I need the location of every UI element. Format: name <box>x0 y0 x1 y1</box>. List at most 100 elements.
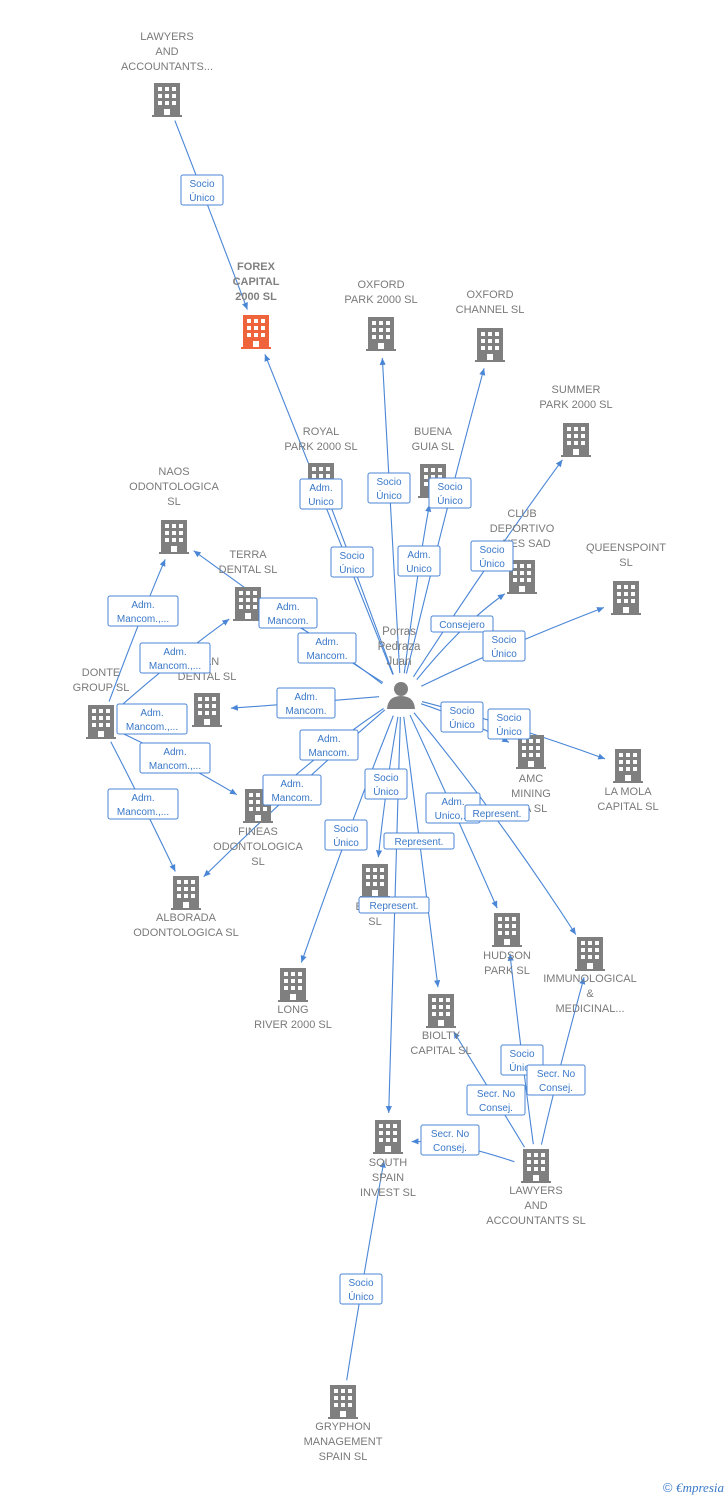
company-node-ever[interactable]: EVER...SL <box>355 864 395 928</box>
edge-label-box <box>470 540 514 572</box>
company-node-lawyers-top[interactable]: LAWYERSANDACCOUNTANTS... <box>121 31 213 117</box>
edge-label[interactable]: Adm.Mancom. <box>262 774 322 806</box>
building-icon <box>360 864 390 898</box>
edge-label-box <box>487 708 531 740</box>
edge-p-biolty[interactable] <box>403 716 441 988</box>
edge-label-box <box>364 768 408 800</box>
edge-label-text: Adm. <box>131 793 154 804</box>
edge-label-text: Mancom.,... <box>117 807 169 818</box>
company-node-immunological[interactable]: IMMUNOLOGICAL&MEDICINAL... <box>543 937 637 1015</box>
building-icon <box>241 315 271 349</box>
edge-label-box <box>116 703 188 735</box>
company-label: LAWYERS <box>509 1185 562 1197</box>
edge-label[interactable]: Adm.Mancom.,... <box>139 642 211 674</box>
edge-label[interactable]: Represent. <box>358 896 430 914</box>
company-label: PARK 2000 SL <box>539 399 612 411</box>
edge-label-text: Único <box>491 647 517 660</box>
edge-label[interactable]: Adm.Mancom.,... <box>107 595 179 627</box>
edge-label[interactable]: Adm.Unico <box>299 478 343 510</box>
edge-label-text: Unico <box>308 497 334 508</box>
edge-label-box <box>440 701 484 733</box>
edge-label[interactable]: Adm.Mancom.,... <box>116 703 188 735</box>
edge-label[interactable]: Adm.Mancom. <box>276 687 336 719</box>
edge-donte-naos[interactable] <box>108 559 166 702</box>
edge-label-text: Consej. <box>433 1143 467 1154</box>
edge-label[interactable]: Adm.Unico <box>397 545 441 577</box>
person-label: Juan <box>387 656 412 668</box>
edge-label[interactable]: Consejero <box>430 615 494 633</box>
edge-label-box <box>383 832 455 850</box>
edge-label-box <box>420 1124 480 1156</box>
edge-label-text: Adm. <box>276 602 299 613</box>
building-icon <box>159 520 189 554</box>
company-label: LONG <box>277 1004 308 1016</box>
edge-p-immuno[interactable] <box>413 712 577 935</box>
edge-label[interactable]: Adm.Mancom.,... <box>139 742 211 774</box>
edge-label[interactable]: Adm. Mancom.,... <box>107 788 179 820</box>
company-label: CHANNEL SL <box>456 304 525 316</box>
company-label: ODONTOLOGICA SL <box>133 927 239 939</box>
edge-label-box <box>299 478 343 510</box>
edge-label[interactable]: Adm. Mancom. <box>258 597 318 629</box>
edge-label[interactable]: Represent. <box>464 804 530 822</box>
edge-label-text: Unico <box>406 564 432 575</box>
edge-label-box <box>299 729 359 761</box>
edge-label-text: Mancom. <box>267 616 308 627</box>
edge-label-text: Unico,... <box>435 811 472 822</box>
edge-label[interactable]: Adm.Mancom. <box>299 729 359 761</box>
copyright-symbol: © <box>662 1480 673 1495</box>
building-icon <box>492 913 522 947</box>
edge-label[interactable]: Adm.Mancom. <box>297 632 357 664</box>
company-label: SPAIN SL <box>319 1451 368 1463</box>
edge-p-naos[interactable] <box>193 550 384 683</box>
company-label: DEPORTIVO <box>490 523 555 535</box>
company-label: IMMUNOLOGICAL <box>543 973 637 985</box>
edge-label-text: Socio <box>373 773 398 784</box>
building-icon <box>575 937 605 971</box>
edge-label-box <box>358 896 430 914</box>
edge-label[interactable]: Represent. <box>383 832 455 850</box>
building-icon <box>171 876 201 910</box>
footer-brand[interactable]: © €mpresia <box>663 1480 724 1496</box>
company-label: AMC <box>519 773 544 785</box>
edge-line <box>108 559 166 702</box>
edge-label-text: Único <box>339 563 365 576</box>
company-label: PARK SL <box>484 965 530 977</box>
